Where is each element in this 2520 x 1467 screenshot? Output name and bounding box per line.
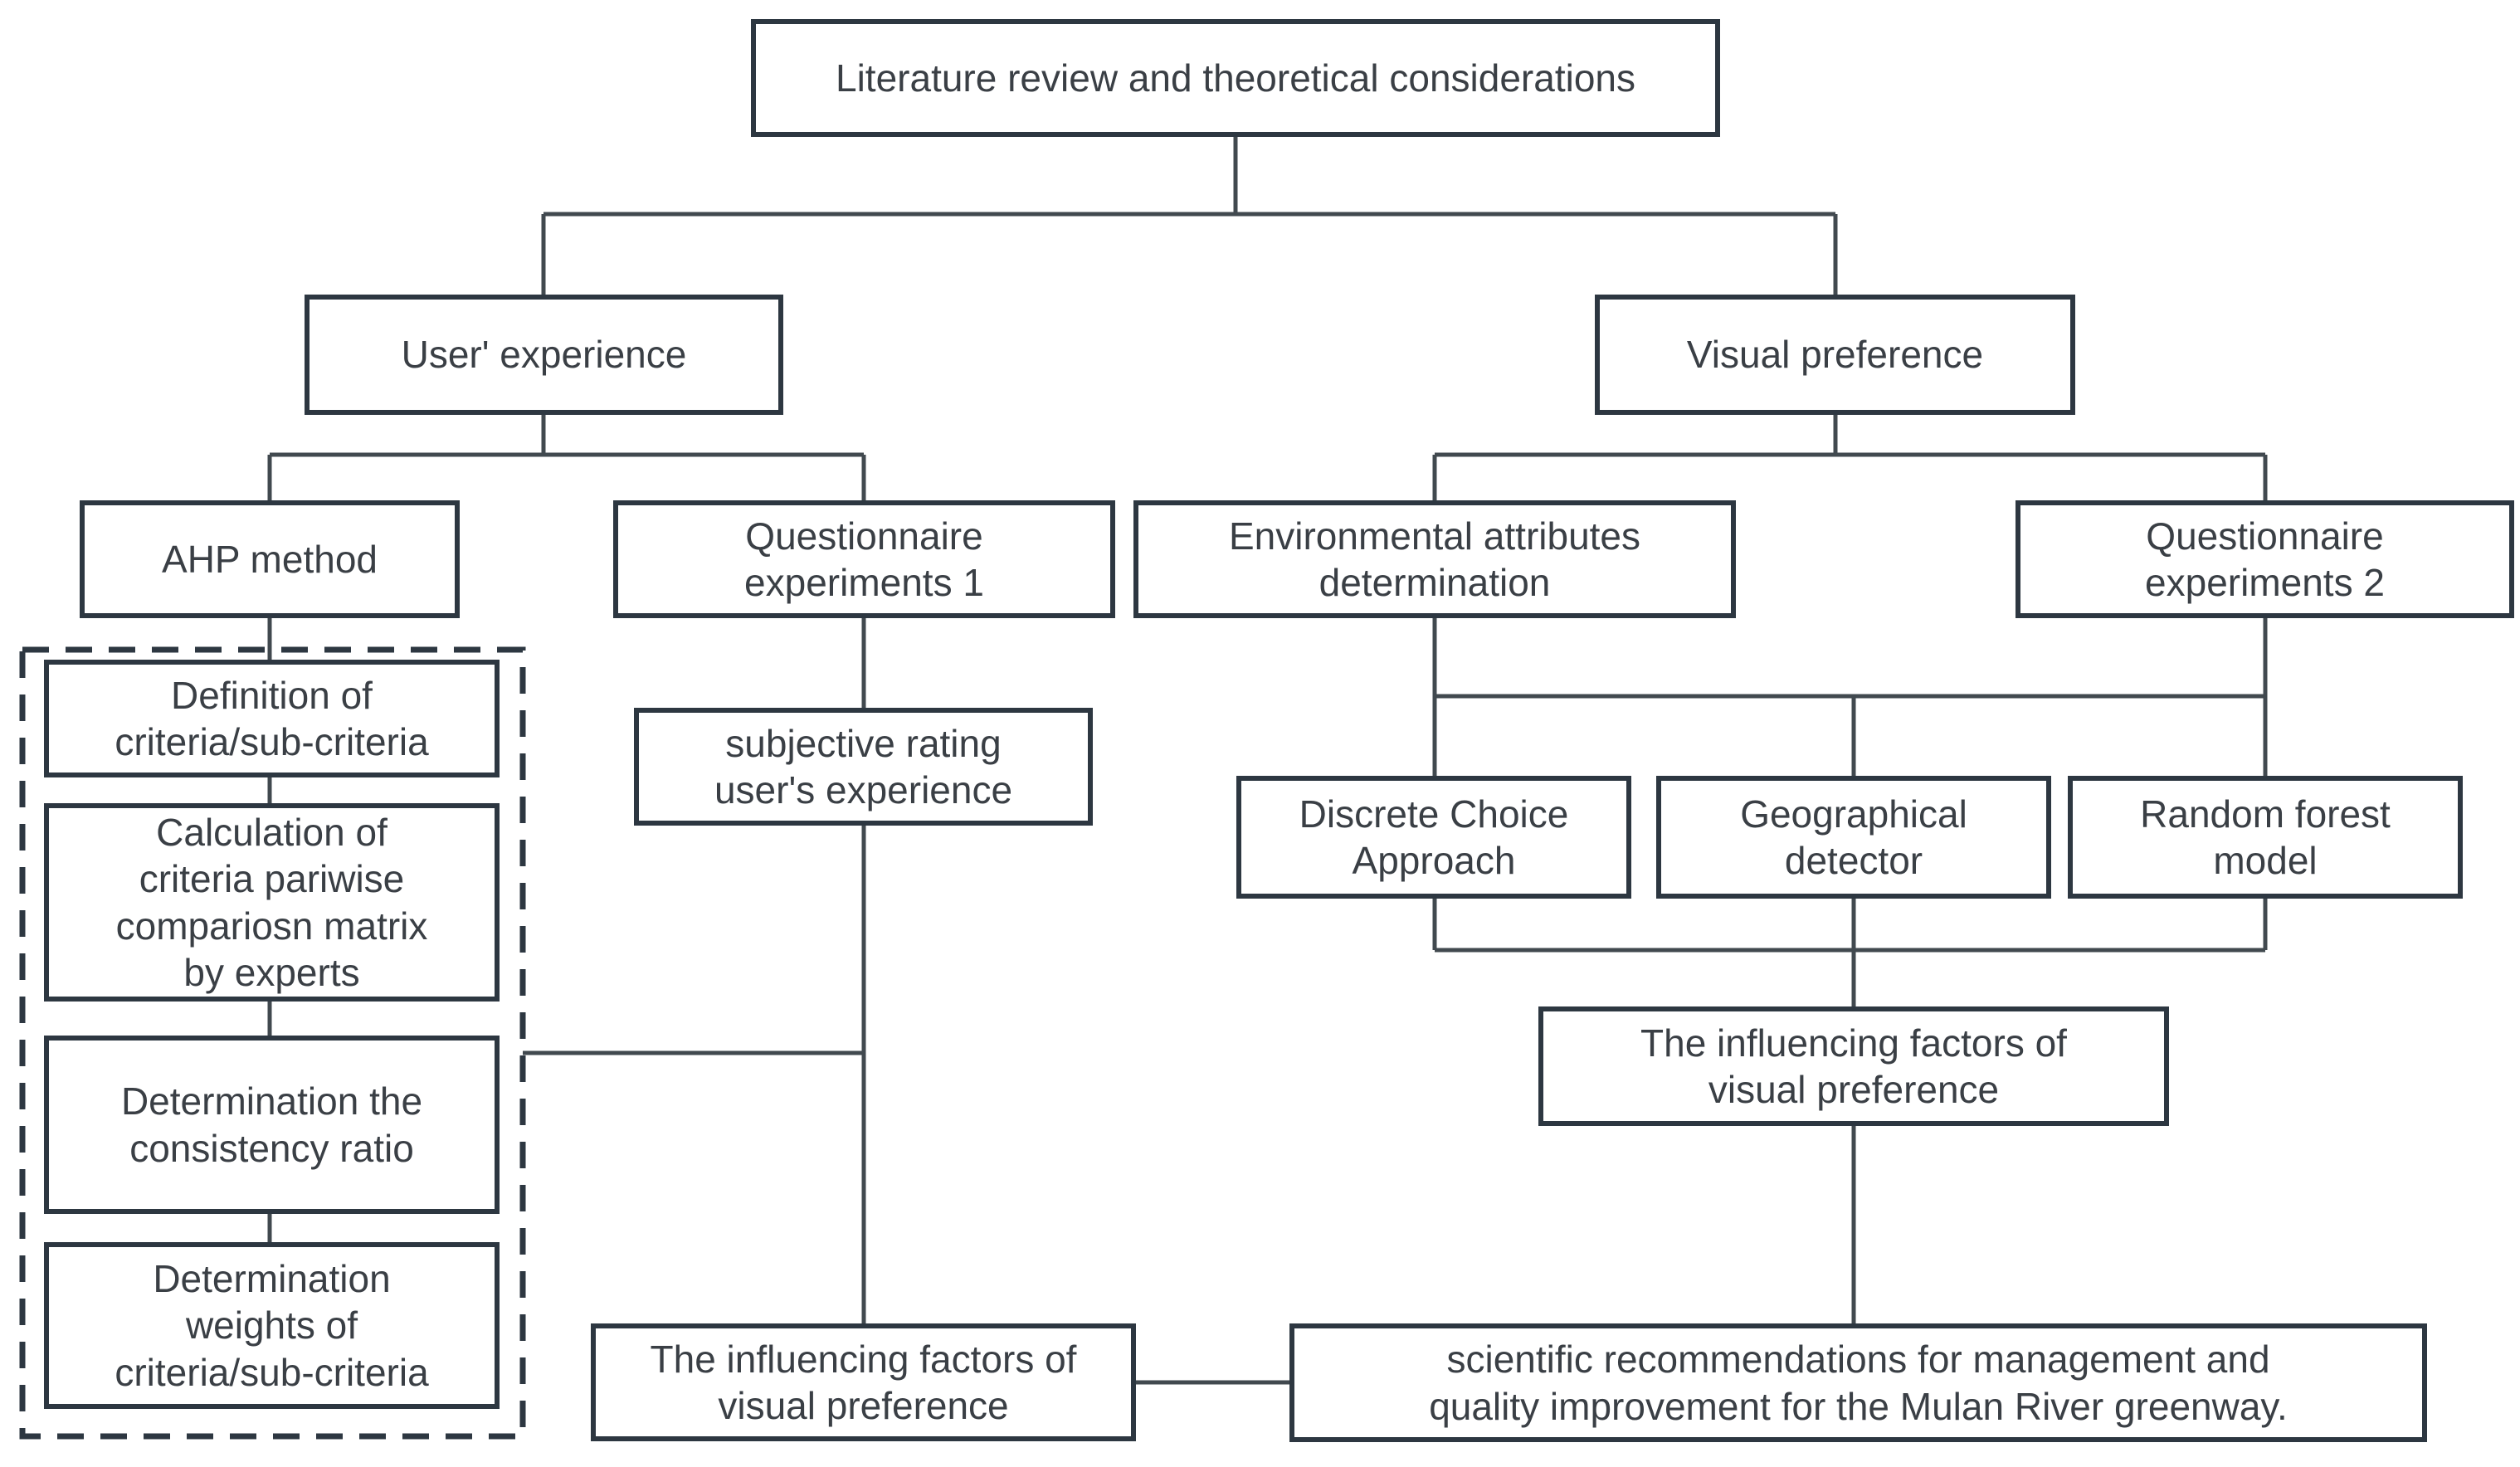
node-consistency-ratio: Determination the consistency ratio (44, 1036, 500, 1214)
node-influencing-factors-left: The influencing factors of visual prefer… (591, 1323, 1136, 1441)
node-recommendations: scientific recommendations for managemen… (1289, 1323, 2427, 1442)
node-subjective-rating: subjective rating user's experience (634, 708, 1093, 826)
node-user-experience: User' experience (305, 295, 783, 415)
node-environmental-attributes: Environmental attributes determination (1133, 500, 1736, 618)
node-discrete-choice: Discrete Choice Approach (1236, 776, 1631, 899)
node-questionnaire-experiments-1: Questionnaire experiments 1 (613, 500, 1115, 618)
node-calculation-matrix: Calculation of criteria pariwise compari… (44, 803, 500, 1002)
node-literature-review: Literature review and theoretical consid… (751, 19, 1720, 137)
node-definition-criteria: Definition of criteria/sub-criteria (44, 660, 500, 777)
node-geographical-detector: Geographical detector (1656, 776, 2051, 899)
node-weights-criteria: Determination weights of criteria/sub-cr… (44, 1242, 500, 1409)
connector-path (267, 137, 2268, 1385)
node-ahp-method: AHP method (80, 500, 460, 618)
node-random-forest: Random forest model (2068, 776, 2463, 899)
node-questionnaire-experiments-2: Questionnaire experiments 2 (2016, 500, 2514, 618)
node-visual-preference: Visual preference (1595, 295, 2075, 415)
node-influencing-factors-right: The influencing factors of visual prefer… (1538, 1006, 2169, 1126)
ahp-group-dashed-border (19, 646, 526, 1440)
